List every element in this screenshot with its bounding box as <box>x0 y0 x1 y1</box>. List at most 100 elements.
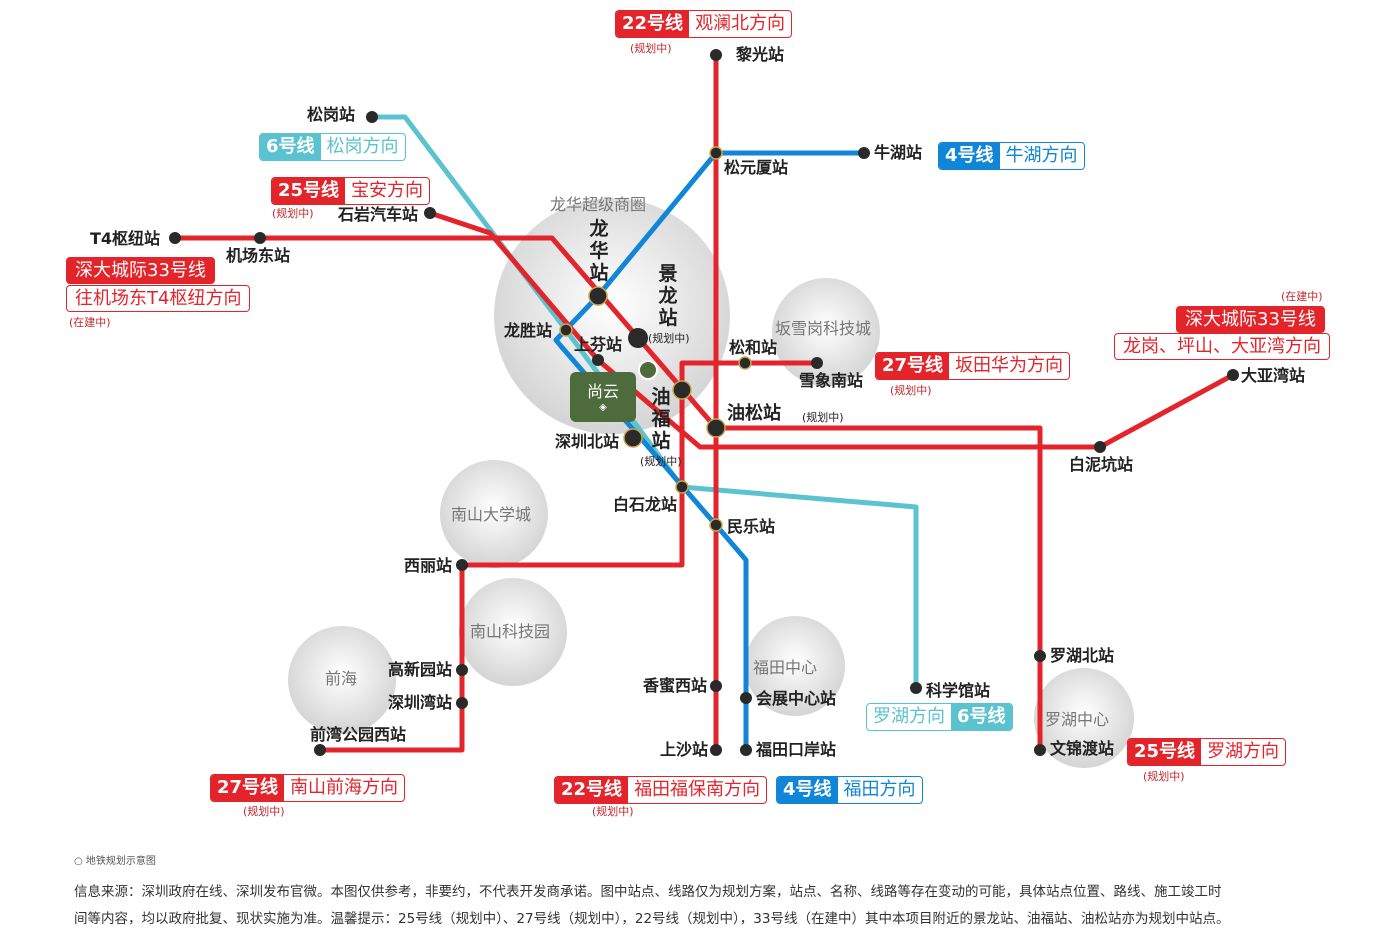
station-dot[interactable] <box>456 697 468 709</box>
station-huizhan[interactable]: 会展中心站 <box>756 689 837 708</box>
project-logo-icon: ◈ <box>599 402 607 413</box>
station-niuhu[interactable]: 牛湖站 <box>874 143 923 162</box>
badge-line6-south[interactable]: 6号线罗湖方向 <box>866 703 1013 731</box>
station-shangfen[interactable]: 上芬站 <box>574 335 623 354</box>
line-name: 22号线 <box>555 777 629 803</box>
line-direction: 观澜北方向 <box>695 13 786 34</box>
station-dot[interactable] <box>456 664 468 676</box>
station-airport-east[interactable]: 机场东站 <box>226 246 291 265</box>
station-dot[interactable] <box>592 354 604 366</box>
station-xili[interactable]: 西丽站 <box>404 556 453 575</box>
area-label-nanshan-tech: 南山科技园 <box>470 622 551 641</box>
area-label-qianhai: 前海 <box>325 669 358 688</box>
station-dot[interactable] <box>710 49 722 61</box>
station-baini[interactable]: 白泥坑站 <box>1069 455 1134 474</box>
station-xuexiangnan[interactable]: 雪象南站 <box>799 371 864 390</box>
footer-caption: ○ 地铁规划示意图 <box>74 856 156 867</box>
interchange-icon[interactable] <box>672 380 692 400</box>
project-marker[interactable]: 尚云◈ <box>570 372 636 422</box>
station-shangsha[interactable]: 上沙站 <box>660 740 709 759</box>
station-gaoxinyuan[interactable]: 高新园站 <box>388 660 453 679</box>
badge-line33-west[interactable]: 深大城际33号线 <box>66 257 215 284</box>
station-songhe[interactable]: 松和站 <box>729 338 778 357</box>
badge-line6-north[interactable]: 6号线松岗方向 <box>259 133 406 161</box>
station-dot[interactable] <box>1034 650 1046 662</box>
line-name: 25号线 <box>272 178 346 204</box>
interchange-icon[interactable] <box>709 518 723 532</box>
station-dot[interactable] <box>1227 369 1239 381</box>
line-name: 4号线 <box>777 777 838 803</box>
station-dot[interactable] <box>628 328 648 348</box>
station-shenzhenbei[interactable]: 深圳北站 <box>555 432 620 451</box>
station-kexueguan[interactable]: 科学馆站 <box>926 681 991 700</box>
station-youfu[interactable]: 油福站 <box>651 386 671 452</box>
line-name: 27号线 <box>876 353 950 379</box>
line25n-note: (规划中) <box>272 207 314 220</box>
station-shiyan[interactable]: 石岩汽车站 <box>338 205 419 224</box>
station-dot[interactable] <box>740 692 752 704</box>
station-dot[interactable] <box>710 744 722 756</box>
station-qianwan[interactable]: 前湾公园西站 <box>310 725 407 744</box>
station-yousong[interactable]: 油松站 <box>727 403 781 424</box>
station-liguang[interactable]: 黎光站 <box>736 45 785 64</box>
interchange-icon[interactable] <box>706 418 726 438</box>
interchange-icon[interactable] <box>623 428 643 448</box>
station-futiankouan[interactable]: 福田口岸站 <box>756 740 837 759</box>
station-dayawan[interactable]: 大亚湾站 <box>1241 366 1306 385</box>
station-longhua[interactable]: 龙华站 <box>589 218 609 284</box>
line33w-note: (在建中) <box>69 316 111 329</box>
station-minle[interactable]: 民乐站 <box>727 517 776 536</box>
badge-line27-east[interactable]: 27号线坂田华为方向 <box>875 352 1071 380</box>
line-name: 4号线 <box>939 143 1000 169</box>
badge-line22-south[interactable]: 22号线福田福保南方向 <box>554 776 768 804</box>
area-circles <box>288 198 1134 768</box>
interchange-icon[interactable] <box>559 323 573 337</box>
badge-line22-north[interactable]: 22号线观澜北方向 <box>615 10 793 38</box>
badge-line4-north[interactable]: 4号线牛湖方向 <box>938 142 1085 170</box>
footer-disclaimer-line1: 信息来源：深圳政府在线、深圳发布官微。本图仅供参考，非要约，不代表开发商承诺。图… <box>74 884 1222 900</box>
badge-line33-east[interactable]: 深大城际33号线 <box>1176 306 1325 333</box>
interchange-icon[interactable] <box>675 480 689 494</box>
line33-west-direction[interactable]: 往机场东T4枢纽方向 <box>66 285 251 312</box>
station-dot[interactable] <box>910 682 922 694</box>
station-shenzhenwan[interactable]: 深圳湾站 <box>388 693 453 712</box>
interchange-dots <box>559 146 752 532</box>
jinglong-note: (规划中) <box>648 332 690 345</box>
interchange-icon[interactable] <box>709 146 723 160</box>
station-dot[interactable] <box>424 207 436 219</box>
line27e-note: (规划中) <box>890 384 932 397</box>
badge-line4-south[interactable]: 4号线福田方向 <box>776 776 923 804</box>
line-direction: 罗湖方向 <box>873 706 945 727</box>
line27s-note: (规划中) <box>243 805 285 818</box>
station-dot[interactable] <box>710 680 722 692</box>
station-dot[interactable] <box>740 744 752 756</box>
station-dot[interactable] <box>456 559 468 571</box>
station-xiangmixi[interactable]: 香蜜西站 <box>643 676 708 695</box>
line-name: 6号线 <box>951 704 1012 730</box>
line-direction: 宝安方向 <box>351 180 424 201</box>
station-longsheng[interactable]: 龙胜站 <box>504 321 553 340</box>
station-dot[interactable] <box>858 147 870 159</box>
station-songyuansha[interactable]: 松元厦站 <box>724 158 789 177</box>
station-jinglong[interactable]: 景龙站 <box>658 263 678 329</box>
station-dot[interactable] <box>1034 744 1046 756</box>
station-baishilong[interactable]: 白石龙站 <box>613 495 678 514</box>
line33-east-direction[interactable]: 龙岗、坪山、大亚湾方向 <box>1114 333 1330 360</box>
station-luohubei[interactable]: 罗湖北站 <box>1050 646 1115 665</box>
station-wenjindu[interactable]: 文锦渡站 <box>1050 739 1115 758</box>
badge-line25-north[interactable]: 25号线宝安方向 <box>271 177 431 205</box>
interchange-icon[interactable] <box>738 356 752 370</box>
station-songgang[interactable]: 松岗站 <box>307 105 356 124</box>
station-dot[interactable] <box>366 111 378 123</box>
station-dot[interactable] <box>314 744 326 756</box>
line-direction: 南山前海方向 <box>290 777 399 798</box>
badge-line25-south[interactable]: 25号线罗湖方向 <box>1127 738 1287 766</box>
station-dot[interactable] <box>169 232 181 244</box>
station-dot[interactable] <box>811 357 823 369</box>
line22n-note: (规划中) <box>630 42 672 55</box>
station-dot[interactable] <box>1094 441 1106 453</box>
badge-line27-south[interactable]: 27号线南山前海方向 <box>210 774 406 802</box>
station-t4[interactable]: T4枢纽站 <box>90 229 161 248</box>
interchange-icon[interactable] <box>588 286 608 306</box>
station-dot[interactable] <box>254 232 266 244</box>
